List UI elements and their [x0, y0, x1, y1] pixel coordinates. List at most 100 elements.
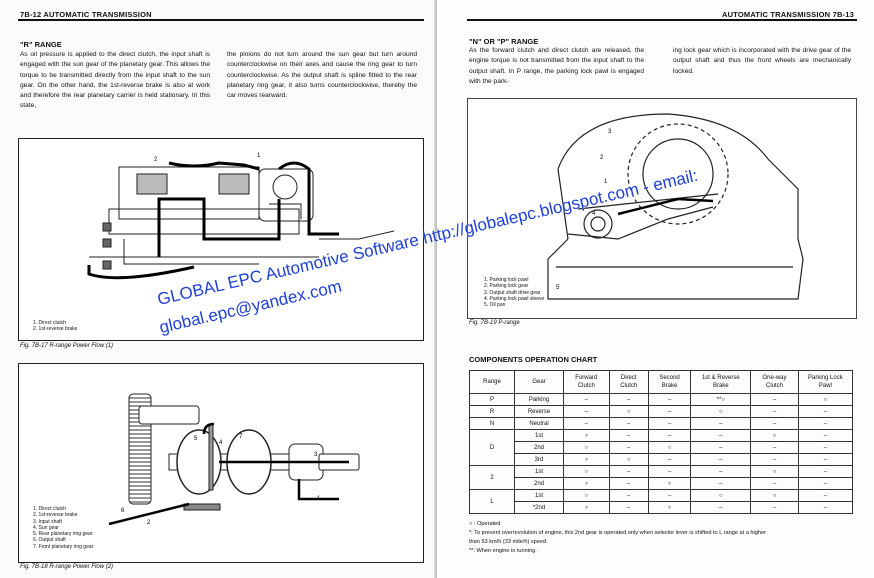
table-cell: – — [797, 489, 854, 502]
table-cell: ○ — [647, 501, 692, 514]
r-range-text-col2: the pinions do not turn around the sun g… — [227, 51, 417, 100]
table-cell: – — [647, 465, 692, 478]
right-page-header: AUTOMATIC TRANSMISSION 7B-13 — [722, 10, 854, 19]
table-row: 3rd ○ ○ – – – – — [470, 453, 854, 466]
table-cell: ○ — [563, 477, 610, 490]
fig3-label-3: 3 — [608, 129, 612, 135]
table-cell: ○ — [608, 405, 649, 418]
fig3-legend-item: 2. Parking lock gear — [484, 283, 529, 290]
table-cell: – — [690, 417, 752, 430]
table-cell: – — [563, 417, 610, 430]
table-row: N Neutral – – – – – – — [469, 417, 854, 430]
table-row: 2 1st ○ – – – ○ – — [469, 465, 854, 490]
col-header-second-brake: Second Brake — [647, 370, 692, 394]
table-cell: – — [750, 477, 799, 490]
table-cell: – — [797, 441, 854, 454]
table-cell: ○ — [750, 489, 799, 502]
table-cell: – — [797, 417, 854, 430]
fig3-legend-item: 4. Parking lock pawl sleeve — [484, 295, 545, 302]
table-cell: – — [690, 465, 752, 478]
table-cell: ○ — [563, 501, 610, 514]
table-cell: N — [469, 417, 515, 430]
col-header-gear: Gear — [514, 370, 564, 394]
col-header-range: Range — [469, 370, 515, 394]
fig2-label-1: 1 — [317, 496, 321, 502]
table-cell: – — [797, 501, 854, 514]
fig3-caption: Fig. 7B-19 P-range — [469, 320, 520, 326]
table-cell: – — [563, 393, 610, 406]
table-cell: – — [647, 393, 692, 406]
table-row: 2nd ○ – ○ – – – — [470, 477, 854, 490]
table-row: P Parking – – – **○ – ○ — [469, 393, 854, 406]
figure-p-range: 3 2 1 4 5 1. Parking lock pawl 2. Parkin… — [467, 98, 857, 319]
fig3-label-4: 4 — [592, 211, 596, 217]
table-cell: ○ — [750, 465, 799, 478]
table-cell: – — [797, 465, 854, 478]
table-cell: – — [690, 453, 752, 466]
fig2-label-2: 2 — [147, 520, 151, 526]
left-page: 7B-12 AUTOMATIC TRANSMISSION "R" RANGE A… — [18, 10, 424, 570]
table-cell: L — [469, 489, 515, 514]
header-rule — [467, 19, 857, 21]
table-cell: – — [690, 501, 752, 514]
fig2-label-6: 6 — [121, 508, 125, 514]
figure-r-range-power-flow-2: 5 4 7 3 1 6 2 1. Direct clutch 2. 1st-re… — [18, 363, 424, 563]
table-cell: Neutral — [514, 417, 564, 430]
table-cell: 1st — [514, 429, 564, 442]
table-cell: – — [797, 405, 854, 418]
note-single-asterisk-cont: than 53 km/h (33 mile/h) speed. — [469, 539, 548, 545]
table-cell: – — [690, 477, 752, 490]
table-cell: ○ — [608, 453, 649, 466]
fig1-legend-item: 2. 1st-reverse brake — [33, 326, 78, 333]
table-cell: – — [690, 441, 752, 454]
table-cell: ○ — [647, 477, 692, 490]
table-cell: *2nd — [514, 501, 564, 514]
table-cell: – — [750, 453, 799, 466]
note-single-asterisk: *: To prevent overrevolution of engine, … — [469, 530, 766, 536]
components-operation-chart-title: COMPONENTS OPERATION CHART — [469, 355, 598, 364]
fig3-legend-item: 1. Parking lock pawl — [484, 277, 529, 283]
col-header-forward-clutch: Forward Clutch — [563, 370, 610, 394]
table-cell: – — [647, 453, 692, 466]
table-cell: ○ — [647, 441, 692, 454]
table-cell: – — [797, 429, 854, 442]
table-cell: ○ — [750, 429, 799, 442]
table-cell: ○ — [563, 441, 610, 454]
table-row: R Reverse – ○ – ○ – – — [469, 405, 854, 418]
fig2-legend-item: 3. Input shaft — [33, 518, 62, 525]
table-cell: ○ — [563, 429, 610, 442]
fig3-legend-item: 3. Output shaft drive gear — [484, 289, 541, 296]
table-row: L 1st ○ – – ○ ○ – — [469, 489, 854, 514]
right-page: AUTOMATIC TRANSMISSION 7B-13 "N" OR "P" … — [437, 0, 874, 578]
col-header-one-way-clutch: One-way Clutch — [750, 370, 799, 394]
table-cell: – — [750, 405, 799, 418]
table-cell: 1st — [514, 465, 564, 478]
fig2-legend-item: 6. Output shaft — [33, 537, 66, 544]
fig2-legend-item: 5. Rear planetary ring gear — [33, 531, 93, 538]
table-cell: ○ — [690, 489, 752, 502]
table-cell: – — [750, 417, 799, 430]
col-header-1st-reverse-brake: 1st & Reverse Brake — [690, 370, 752, 394]
section-title-r-range: "R" RANGE — [20, 40, 62, 49]
fig2-legend-item: 1. Direct clutch — [33, 506, 67, 512]
fig2-label-5: 5 — [194, 436, 198, 442]
table-cell: 2nd — [514, 477, 564, 490]
table-cell: – — [647, 405, 692, 418]
header-rule — [18, 19, 424, 21]
table-cell: ○ — [563, 465, 610, 478]
table-cell: P — [469, 393, 515, 406]
table-cell: – — [690, 429, 752, 442]
fig1-label-2: 2 — [154, 157, 158, 163]
table-cell: – — [608, 393, 649, 406]
fig3-legend: 1. Parking lock pawl 2. Parking lock gea… — [484, 277, 544, 308]
table-cell: ○ — [797, 393, 854, 406]
components-operation-table: Range Gear Forward Clutch Direct Clutch … — [469, 370, 854, 514]
fig3-label-5: 5 — [556, 285, 560, 291]
table-cell: 2 — [469, 465, 515, 490]
np-range-text-col2: ing lock gear which is incorporated with… — [673, 47, 851, 75]
fig3-label-1: 1 — [604, 179, 608, 185]
table-cell: – — [608, 465, 649, 478]
table-cell: **○ — [690, 393, 752, 406]
fig2-label-3: 3 — [314, 452, 318, 458]
col-header-direct-clutch: Direct Clutch — [608, 370, 649, 394]
